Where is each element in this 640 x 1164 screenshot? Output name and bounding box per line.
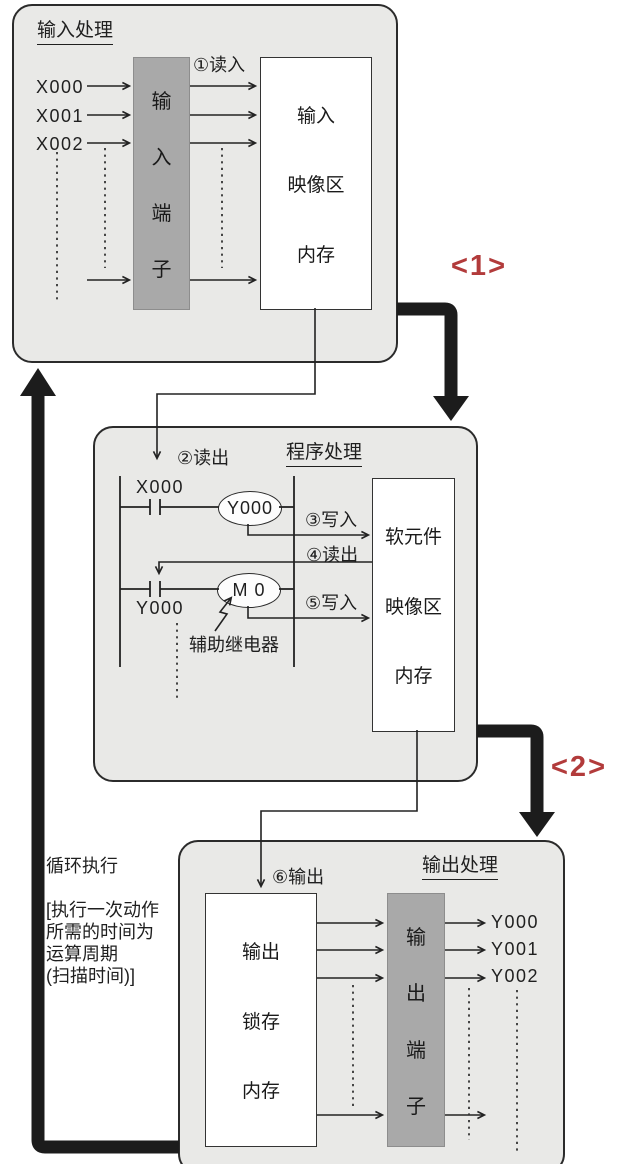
input-memory-line: 输入 bbox=[296, 105, 335, 127]
output-panel-dotted-lines bbox=[352, 985, 518, 1152]
input-terminal-char: 子 bbox=[151, 259, 172, 281]
flow-step2-badge: <2> bbox=[551, 751, 607, 783]
input-terminal-char: 输 bbox=[151, 91, 172, 113]
output-terminal-char: 输 bbox=[406, 927, 426, 950]
input-panel-dotted-lines bbox=[56, 148, 223, 303]
step4-read-label: ④读出 bbox=[306, 545, 359, 565]
output-terminal-box: 输 出 端 子 bbox=[387, 893, 445, 1147]
output-panel-arrows bbox=[317, 918, 487, 1120]
input-x000-label: X000 bbox=[36, 77, 85, 97]
flow-arrow-1 bbox=[397, 302, 458, 398]
ladder-memory-arrows bbox=[154, 524, 372, 632]
cycle-execution-note: 循环执行 [执行一次动作 所需的时间为 运算周期 (扫描时间)] bbox=[46, 855, 159, 987]
connector-step2-read-out bbox=[152, 308, 316, 461]
input-panel-title: 输入处理 bbox=[37, 15, 114, 45]
input-image-memory-box: 输入 映像区 内存 bbox=[260, 57, 372, 310]
step3-write-label: ③写入 bbox=[305, 510, 358, 530]
output-latch-memory-box: 输出 锁存 内存 bbox=[205, 893, 317, 1147]
input-memory-line: 内存 bbox=[296, 244, 335, 266]
input-x001-label: X001 bbox=[36, 106, 85, 126]
coil-m0-label: M 0 bbox=[232, 580, 266, 600]
output-y000-label: Y000 bbox=[491, 912, 540, 932]
step5-write-label: ⑤写入 bbox=[305, 593, 358, 613]
input-terminal-char: 入 bbox=[151, 147, 172, 169]
output-panel-title: 输出处理 bbox=[422, 850, 499, 880]
note-line: 所需的时间为 bbox=[46, 922, 154, 942]
flow-arrow-2-head bbox=[519, 812, 555, 837]
device-memory-line: 映像区 bbox=[384, 596, 442, 618]
output-y002-label: Y002 bbox=[491, 966, 540, 986]
program-panel-title: 程序处理 bbox=[286, 437, 363, 467]
device-memory-line: 内存 bbox=[394, 666, 433, 688]
ladder-diagram bbox=[119, 476, 295, 667]
ladder-contact1-label: X000 bbox=[136, 477, 185, 497]
device-image-memory-box: 软元件 映像区 内存 bbox=[372, 478, 455, 732]
note-line: 运算周期 bbox=[46, 944, 118, 964]
ladder-contact2-label: Y000 bbox=[136, 598, 185, 618]
input-memory-line: 映像区 bbox=[287, 175, 345, 196]
input-x002-label: X002 bbox=[36, 134, 85, 154]
device-memory-line: 软元件 bbox=[384, 526, 442, 548]
step6-output-label: ⑥输出 bbox=[272, 867, 325, 887]
note-line: [执行一次动作 bbox=[46, 900, 160, 920]
loop-back-arrow-head bbox=[20, 368, 56, 396]
output-y001-label: Y001 bbox=[491, 939, 540, 959]
output-latch-line: 内存 bbox=[241, 1081, 280, 1103]
output-terminal-char: 出 bbox=[406, 983, 426, 1006]
output-terminal-char: 子 bbox=[406, 1095, 426, 1118]
connector-step6-output bbox=[256, 730, 418, 889]
auxiliary-relay-note: 辅助继电器 bbox=[189, 635, 279, 655]
output-latch-line: 锁存 bbox=[241, 1011, 280, 1033]
coil-y000-label: Y000 bbox=[226, 498, 274, 518]
note-line: (扫描时间)] bbox=[46, 966, 135, 986]
flow-arrow-1-head bbox=[433, 396, 469, 421]
loop-back-arrow bbox=[31, 395, 179, 1154]
step1-read-in-label: ①读入 bbox=[193, 55, 246, 75]
flow-arrow-2 bbox=[477, 724, 544, 814]
thick-flow-arrows bbox=[20, 302, 555, 1154]
input-panel-arrows bbox=[87, 81, 258, 285]
ladder-coil-y000: Y000 bbox=[218, 491, 282, 526]
note-line: 循环执行 bbox=[46, 856, 118, 876]
arrow-step3-write bbox=[247, 524, 371, 540]
arrow-step4-read bbox=[154, 561, 372, 576]
input-terminal-char: 端 bbox=[151, 203, 172, 225]
relay-note-zigzag-arrow bbox=[214, 596, 233, 632]
step2-read-out-label: ②读出 bbox=[177, 448, 230, 468]
output-terminal-char: 端 bbox=[406, 1039, 426, 1062]
arrow-step5-write bbox=[247, 606, 371, 623]
flow-step1-badge: <1> bbox=[451, 250, 507, 282]
input-terminal-box: 输 入 端 子 bbox=[133, 57, 190, 310]
output-latch-line: 输出 bbox=[241, 941, 280, 963]
